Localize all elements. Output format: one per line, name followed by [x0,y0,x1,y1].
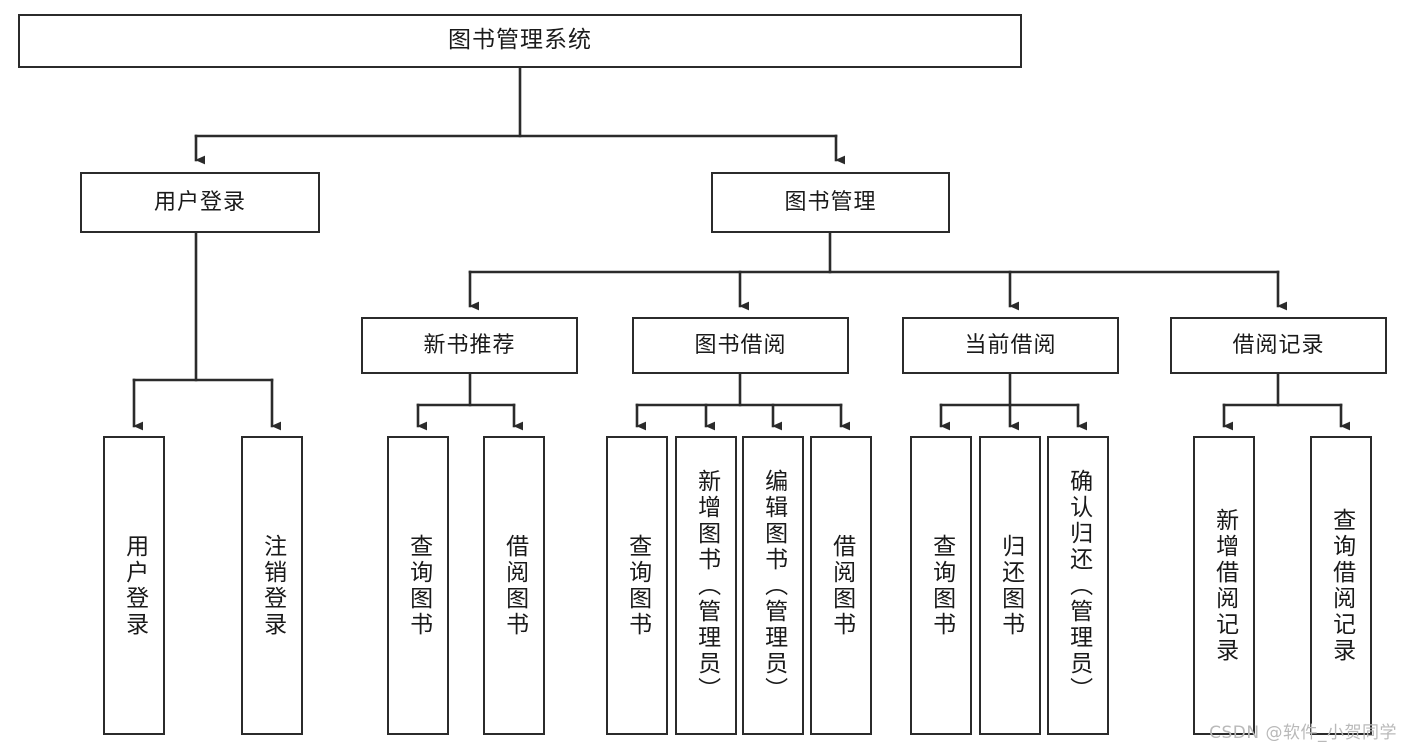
leaf-current-confirm-return[interactable]: 确认归还（管理员） [1047,436,1109,735]
leaf-record-query[interactable]: 查询借阅记录 [1310,436,1372,735]
leaf-label: 归还图书 [997,533,1024,638]
node-new-book-recommend[interactable]: 新书推荐 [361,317,578,374]
leaf-new-book-borrow[interactable]: 借阅图书 [483,436,545,735]
leaf-user-login-logout[interactable]: 注销登录 [241,436,303,735]
leaf-label: 用户登录 [121,533,148,638]
leaf-borrow-borrow-book[interactable]: 借阅图书 [810,436,872,735]
leaf-label: 查询图书 [928,533,955,638]
leaf-label: 新增图书（管理员） [693,468,720,703]
node-book-borrow-label: 图书借阅 [694,332,787,358]
leaf-label: 编辑图书（管理员） [760,468,787,703]
leaf-label: 新增借阅记录 [1211,507,1238,664]
leaf-record-add[interactable]: 新增借阅记录 [1193,436,1255,735]
watermark: CSDN @软件_小贺同学 [1209,723,1397,743]
node-book-management[interactable]: 图书管理 [711,172,950,233]
node-book-borrow[interactable]: 图书借阅 [632,317,849,374]
node-user-login[interactable]: 用户登录 [80,172,320,233]
node-borrow-record-label: 借阅记录 [1232,332,1325,358]
node-root[interactable]: 图书管理系统 [18,14,1022,68]
node-borrow-record[interactable]: 借阅记录 [1170,317,1387,374]
node-book-management-label: 图书管理 [784,189,877,215]
leaf-borrow-edit-book[interactable]: 编辑图书（管理员） [742,436,804,735]
node-current-borrow-label: 当前借阅 [964,332,1057,358]
node-current-borrow[interactable]: 当前借阅 [902,317,1119,374]
leaf-current-return-book[interactable]: 归还图书 [979,436,1041,735]
node-new-book-recommend-label: 新书推荐 [423,332,516,358]
node-root-label: 图书管理系统 [448,27,592,54]
node-user-login-label: 用户登录 [153,189,246,215]
leaf-label: 借阅图书 [501,533,528,638]
leaf-label: 查询借阅记录 [1328,507,1355,664]
leaf-current-query-book[interactable]: 查询图书 [910,436,972,735]
leaf-label: 查询图书 [405,533,432,638]
leaf-borrow-query-book[interactable]: 查询图书 [606,436,668,735]
leaf-label: 确认归还（管理员） [1065,468,1092,703]
leaf-label: 注销登录 [259,533,286,638]
leaf-user-login-login[interactable]: 用户登录 [103,436,165,735]
leaf-borrow-add-book[interactable]: 新增图书（管理员） [675,436,737,735]
leaf-new-book-query[interactable]: 查询图书 [387,436,449,735]
leaf-label: 借阅图书 [828,533,855,638]
leaf-label: 查询图书 [624,533,651,638]
